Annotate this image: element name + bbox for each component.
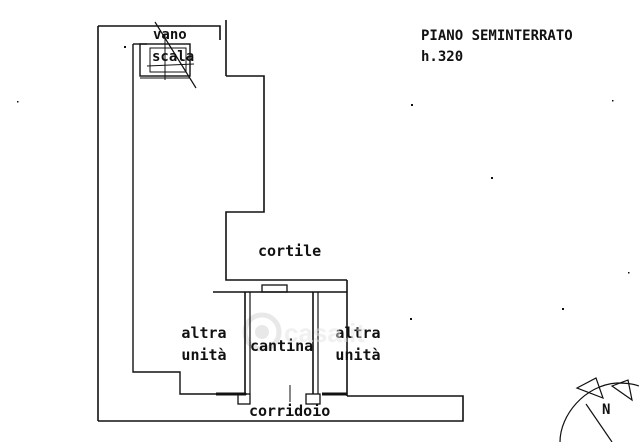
room-label-cellar: cantina [250,337,314,355]
room-label-stair-line1: vano [153,27,187,43]
room-label-other-right-line2: unità [335,346,381,364]
room-label-other-unit-left: altra unità [170,322,238,366]
room-label-corridor: corridoio [249,402,331,420]
scan-specks [17,46,630,320]
watermark-text: casa.it [284,318,365,348]
room-label-other-left-line2: unità [181,346,227,364]
inner-walls [132,21,247,395]
room-label-other-unit-right: altra unità [324,322,392,366]
compass-icon [559,377,639,443]
floor-height: h.320 [421,49,464,65]
cellar-walls [213,284,347,405]
floor-name: PIANO SEMINTERRATO [421,28,573,44]
compass-north-label: N [602,402,611,418]
room-label-courtyard: cortile [258,242,322,260]
room-label-other-right-line1: altra [335,324,381,342]
room-label-other-left-line1: altra [181,324,227,342]
room-label-stair-line2: scala [152,49,195,65]
outer-walls [97,20,464,422]
